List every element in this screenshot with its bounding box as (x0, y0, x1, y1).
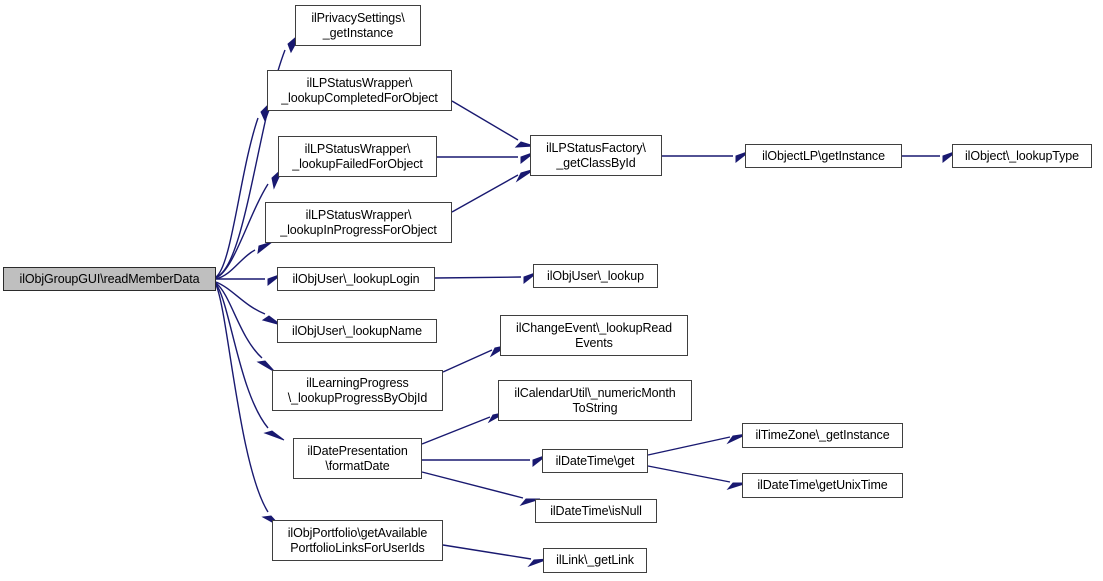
call-edge (421, 416, 491, 445)
graph-node-unixtime[interactable]: ilDateTime\getUnixTime (742, 473, 903, 498)
graph-node-label: ilLearningProgress \_lookupProgressByObj… (287, 375, 428, 405)
call-edge (421, 471, 524, 499)
graph-node-date_presentation[interactable]: ilDatePresentation \formatDate (293, 438, 422, 479)
graph-node-objectlp[interactable]: ilObjectLP\getInstance (745, 144, 902, 168)
call-edge (451, 100, 519, 141)
graph-node-label: ilLPStatusWrapper\ _lookupInProgressForO… (280, 207, 437, 237)
call-edge (451, 174, 519, 213)
graph-node-lookup_login[interactable]: ilObjUser\_lookupLogin (277, 267, 435, 291)
graph-node-change_event[interactable]: ilChangeEvent\_lookupRead Events (500, 315, 688, 356)
graph-node-label: ilDateTime\get (555, 453, 635, 468)
arrow-head-icon (257, 241, 273, 255)
graph-node-link_getlink[interactable]: ilLink\_getLink (543, 548, 647, 573)
graph-node-lookup_type[interactable]: ilObject\_lookupType (952, 144, 1092, 168)
graph-node-label: ilLPStatusWrapper\ _lookupCompletedForOb… (281, 75, 438, 105)
graph-node-label: ilPrivacySettings\ _getInstance (311, 10, 405, 40)
call-edge (215, 183, 269, 279)
call-edge (434, 276, 522, 279)
graph-node-lpw_completed[interactable]: ilLPStatusWrapper\ _lookupCompletedForOb… (267, 70, 452, 111)
graph-node-label: ilDateTime\getUnixTime (757, 478, 888, 492)
call-edge (647, 436, 731, 456)
call-edge (215, 283, 269, 429)
graph-node-lpw_inprogress[interactable]: ilLPStatusWrapper\ _lookupInProgressForO… (265, 202, 452, 243)
graph-node-objuser_lookup[interactable]: ilObjUser\_lookup (533, 264, 658, 288)
call-edge (215, 117, 259, 278)
graph-node-label: ilLPStatusWrapper\ _lookupFailedForObjec… (292, 141, 423, 171)
graph-node-label: ilDateTime\isNull (550, 503, 642, 518)
call-edge (215, 281, 266, 315)
graph-node-label: ilObjectLP\getInstance (762, 148, 885, 163)
call-edge (215, 282, 263, 359)
graph-node-datetime_get[interactable]: ilDateTime\get (542, 449, 648, 473)
graph-node-portfolio[interactable]: ilObjPortfolio\getAvailable PortfolioLin… (272, 520, 443, 561)
graph-node-label: ilObjPortfolio\getAvailable PortfolioLin… (287, 525, 428, 555)
graph-node-label: ilLPStatusFactory\ _getClassById (546, 140, 646, 170)
call-edge (442, 544, 532, 560)
graph-node-lookup_name[interactable]: ilObjUser\_lookupName (277, 319, 437, 343)
graph-node-label: ilChangeEvent\_lookupRead Events (516, 320, 672, 350)
graph-node-lp_factory[interactable]: ilLPStatusFactory\ _getClassById (530, 135, 662, 176)
call-edge (442, 349, 493, 373)
call-edge (215, 284, 269, 513)
graph-node-calendar_util[interactable]: ilCalendarUtil\_numericMonth ToString (498, 380, 692, 421)
arrow-head-icon (263, 430, 285, 441)
graph-node-label: ilTimeZone\_getInstance (755, 428, 890, 442)
graph-node-label: ilCalendarUtil\_numericMonth ToString (514, 385, 676, 415)
graph-node-label: ilObjUser\_lookupName (292, 323, 422, 338)
graph-node-lpw_failed[interactable]: ilLPStatusWrapper\ _lookupFailedForObjec… (278, 136, 437, 177)
graph-node-label: ilObjUser\_lookupLogin (292, 271, 420, 286)
graph-node-root[interactable]: ilObjGroupGUI\readMemberData (3, 267, 216, 291)
call-edge (215, 249, 256, 280)
graph-node-timezone[interactable]: ilTimeZone\_getInstance (742, 423, 903, 448)
graph-node-label: ilDatePresentation \formatDate (307, 443, 408, 473)
call-edge (647, 465, 731, 483)
graph-node-privacy[interactable]: ilPrivacySettings\ _getInstance (295, 5, 421, 46)
graph-node-label: ilObjUser\_lookup (547, 268, 644, 283)
graph-node-label: ilObject\_lookupType (964, 148, 1080, 163)
graph-node-label: ilLink\_getLink (556, 553, 634, 567)
graph-node-learning_progress[interactable]: ilLearningProgress \_lookupProgressByObj… (272, 370, 443, 411)
graph-node-label: ilObjGroupGUI\readMemberData (19, 271, 200, 286)
graph-node-datetime_isnull[interactable]: ilDateTime\isNull (535, 499, 657, 523)
